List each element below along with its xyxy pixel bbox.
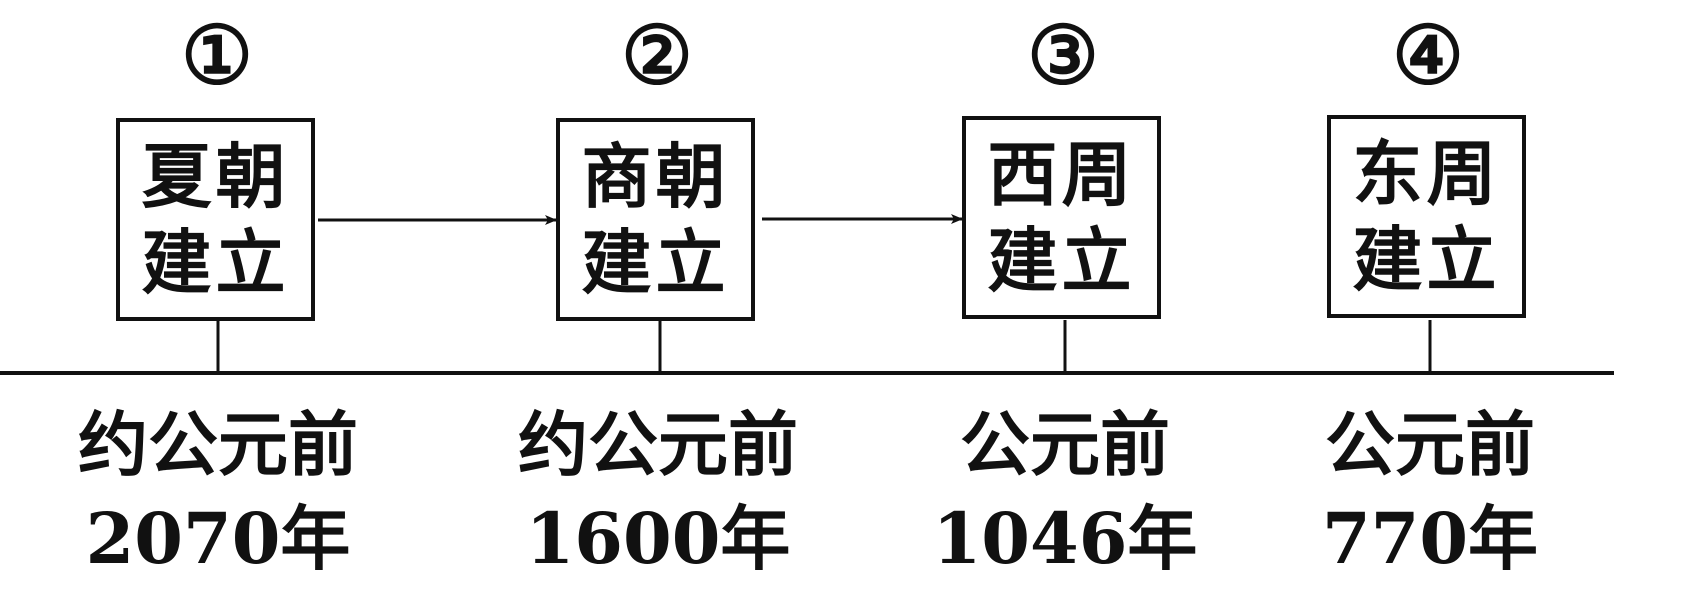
event-3-date-line-2: 1046年 [932, 497, 1198, 580]
event-1-date-line-2: 2070年 [85, 497, 351, 580]
event-4-date: 公元前 770年 [1250, 398, 1610, 586]
event-1-date: 约公元前 2070年 [38, 398, 398, 586]
event-4-box: 东周 建立 [1327, 115, 1526, 318]
event-2-box: 商朝 建立 [556, 118, 755, 321]
event-2-box-line-2: 建立 [581, 220, 730, 304]
event-3-box: 西周 建立 [962, 116, 1161, 319]
event-1-box-line-2: 建立 [141, 220, 290, 304]
event-2-marker: ② [621, 8, 693, 102]
event-4-date-line-1: 公元前 [1325, 403, 1535, 486]
event-3-box-line-1: 西周 [987, 132, 1136, 216]
event-2-date-line-2: 1600年 [525, 497, 791, 580]
event-2-box-line-1: 商朝 [581, 134, 730, 218]
event-1-marker: ① [181, 8, 253, 102]
event-2-date-line-1: 约公元前 [518, 403, 798, 486]
event-1-date-line-1: 约公元前 [78, 403, 358, 486]
event-4-marker: ④ [1392, 8, 1464, 102]
event-3-box-line-2: 建立 [987, 218, 1136, 302]
event-3-date-line-1: 公元前 [960, 403, 1170, 486]
event-4-box-line-2: 建立 [1352, 217, 1501, 301]
event-4-date-line-2: 770年 [1321, 497, 1539, 580]
event-3-date: 公元前 1046年 [885, 398, 1245, 586]
event-1-box: 夏朝 建立 [116, 118, 315, 321]
event-3-marker: ③ [1027, 8, 1099, 102]
event-2-date: 约公元前 1600年 [478, 398, 838, 586]
event-4-box-line-1: 东周 [1352, 131, 1501, 215]
event-1-box-line-1: 夏朝 [141, 134, 290, 218]
